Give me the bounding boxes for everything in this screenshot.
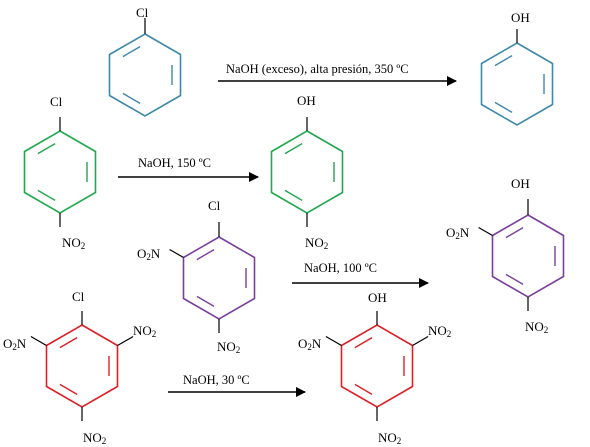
o2n-prefix: O <box>3 336 12 351</box>
oh-label-p1: OH <box>511 10 530 25</box>
aromatic-double-bonds <box>37 45 556 396</box>
no2-label-r4-right: NO2 <box>133 323 156 339</box>
cl-label-r1: Cl <box>136 5 149 20</box>
cl-label-r2: Cl <box>50 94 63 109</box>
double-bond-line <box>354 383 373 396</box>
o2n-label-r4: O2N <box>3 336 27 352</box>
oh-label-p4: OH <box>368 290 387 305</box>
substituent-bond <box>478 226 493 237</box>
double-bond-line <box>505 273 524 286</box>
no2-prefix: NO <box>133 323 152 338</box>
double-bond-line <box>59 383 78 396</box>
no2-label-r3: NO2 <box>217 339 240 355</box>
o2n-prefix: O <box>298 336 307 351</box>
no2-subscript: 2 <box>397 436 402 446</box>
o2n-suffix: N <box>460 225 470 240</box>
o2n-label-r3: O2N <box>137 246 161 262</box>
double-bond-line <box>122 92 141 105</box>
conditions-4: NaOH, 30 ºC <box>183 373 250 387</box>
no2-subscript: 2 <box>152 329 157 339</box>
o2n-subscript: 2 <box>146 252 151 262</box>
no2-label-r4-bottom: NO2 <box>83 430 106 446</box>
picryl-chloride-ring <box>45 324 119 408</box>
conditions-3: NaOH, 100 ºC <box>304 261 377 275</box>
o2n-suffix: N <box>17 336 27 351</box>
o2n-prefix: O <box>446 225 455 240</box>
picric-acid-ring <box>340 324 414 408</box>
conditions-1: NaOH (exceso), alta presión, 350 ºC <box>226 62 409 76</box>
substituent-bond <box>117 335 134 347</box>
oh-label-p2: OH <box>297 93 316 108</box>
oh-label-p3: OH <box>511 176 530 191</box>
no2-prefix: NO <box>83 430 102 445</box>
double-bond-line <box>122 45 141 58</box>
o2n-subscript: 2 <box>455 231 460 241</box>
double-bond-line <box>196 295 215 308</box>
no2-prefix: NO <box>378 430 397 445</box>
o2n-suffix: N <box>312 336 322 351</box>
double-bond-line <box>196 248 215 261</box>
substituent-bond <box>30 335 47 347</box>
o2n-subscript: 2 <box>307 342 312 352</box>
o2n-label-p3: O2N <box>446 225 470 241</box>
cl-label-r3: Cl <box>208 198 221 213</box>
no2-subscript: 2 <box>236 345 241 355</box>
no2-prefix: NO <box>525 319 544 334</box>
substituent-bond <box>412 335 429 347</box>
no2-prefix: NO <box>62 235 81 250</box>
double-bond-line <box>59 336 78 349</box>
4-nitrochlorobenzene-ring <box>23 130 97 214</box>
no2-subscript: 2 <box>102 436 107 446</box>
no2-subscript: 2 <box>324 241 329 251</box>
2-4-dinitrophenol-ring <box>491 214 565 298</box>
no2-label-p2: NO2 <box>305 235 328 251</box>
no2-label-p4-right: NO2 <box>428 323 451 339</box>
4-nitrophenol-ring <box>270 130 344 214</box>
double-bond-line <box>494 101 513 114</box>
no2-label-r2: NO2 <box>62 235 85 251</box>
o2n-suffix: N <box>151 246 161 261</box>
conditions-2: NaOH, 150 ºC <box>138 156 211 170</box>
cl-label-r4: Cl <box>72 289 85 304</box>
substituent-bonds <box>30 18 529 421</box>
double-bond-line <box>494 54 513 67</box>
o2n-subscript: 2 <box>12 342 17 352</box>
o2n-prefix: O <box>137 246 146 261</box>
double-bond-line <box>284 142 303 155</box>
double-bond-line <box>505 226 524 239</box>
substituent-bond <box>325 335 342 347</box>
double-bond-line <box>37 189 56 202</box>
no2-prefix: NO <box>428 323 447 338</box>
double-bond-line <box>284 189 303 202</box>
double-bond-line <box>37 142 56 155</box>
no2-subscript: 2 <box>81 241 86 251</box>
no2-subscript: 2 <box>447 329 452 339</box>
2-4-dinitrochlorobenzene-ring <box>182 236 256 320</box>
chlorobenzene-ring <box>108 33 182 117</box>
substituent-bond <box>169 248 184 259</box>
no2-subscript: 2 <box>544 325 549 335</box>
no2-label-p4-bottom: NO2 <box>378 430 401 446</box>
phenol-ring <box>480 42 554 126</box>
no2-prefix: NO <box>305 235 324 250</box>
o2n-label-p4: O2N <box>298 336 322 352</box>
no2-label-p3: NO2 <box>525 319 548 335</box>
no2-prefix: NO <box>217 339 236 354</box>
double-bond-line <box>354 336 373 349</box>
